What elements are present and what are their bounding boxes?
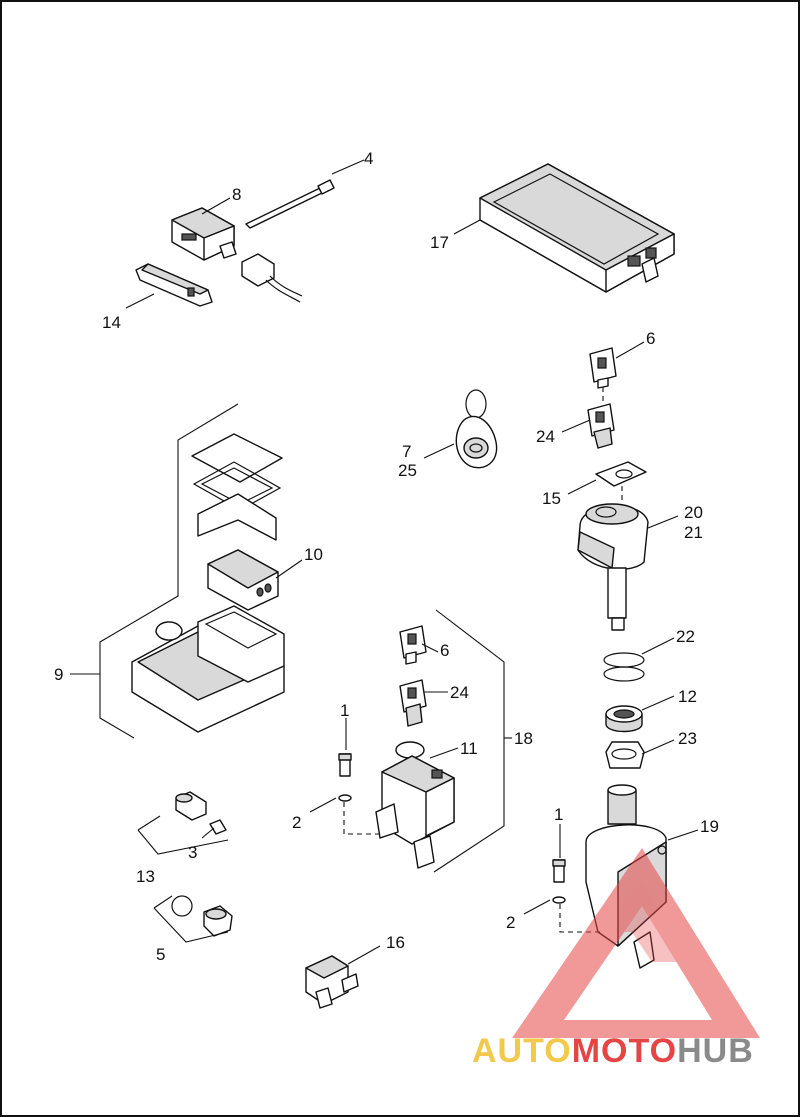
callout-8: 8 (232, 185, 241, 204)
callout-7: 7 (402, 442, 411, 461)
callout-6-upper: 6 (646, 329, 655, 348)
callout-5: 5 (156, 945, 165, 964)
part-module-17 (479, 163, 675, 293)
callout-20: 20 (684, 503, 703, 522)
part-screw-middle (338, 753, 352, 802)
part-cable-tie (245, 179, 335, 229)
part-screw-right (552, 859, 566, 904)
callout-24-upper: 24 (536, 427, 555, 446)
part-o-rings-22 (603, 652, 645, 682)
callout-17: 17 (430, 233, 449, 252)
callout-15: 15 (542, 489, 561, 508)
part-plug-with-wire (241, 253, 303, 303)
part-bracket-14 (135, 263, 213, 307)
callout-18: 18 (514, 729, 533, 748)
callout-23: 23 (678, 729, 697, 748)
part-key-fob (455, 389, 498, 469)
watermark-text-auto: AUTO (472, 1032, 572, 1070)
callout-12: 12 (678, 687, 697, 706)
callout-2-right: 2 (506, 913, 515, 932)
part-plug-5 (171, 895, 233, 937)
callout-9: 9 (54, 665, 63, 684)
part-lock-ring-23 (605, 741, 645, 769)
callout-16: 16 (386, 933, 405, 952)
callout-labels: 1 2 1 2 3 4 5 6 6 7 8 9 10 11 12 13 14 1… (54, 149, 719, 964)
callout-10: 10 (304, 545, 323, 564)
group-bracket-18 (433, 609, 505, 873)
part-key-6-middle (399, 625, 427, 665)
callout-3: 3 (188, 843, 197, 862)
callout-4: 4 (364, 149, 373, 168)
callout-1-middle: 1 (340, 701, 349, 720)
assembly-line-11 (343, 802, 382, 835)
leader-lines (70, 159, 699, 965)
part-box-assembly-9 (131, 433, 285, 733)
callout-24-middle: 24 (450, 683, 469, 702)
group-bracket-5 (153, 895, 229, 943)
part-connector-8 (171, 207, 237, 261)
part-switch-cover-20 (577, 503, 649, 631)
callout-11: 11 (460, 739, 478, 758)
callout-25: 25 (398, 461, 417, 480)
part-lock-housing-11 (375, 741, 455, 869)
part-key-24-upper (587, 403, 615, 449)
callout-14: 14 (102, 313, 121, 332)
watermark-logo (512, 848, 760, 1038)
group-bracket-9 (99, 403, 239, 739)
callout-22: 22 (676, 627, 695, 646)
watermark-text-moto: MOTO (571, 1032, 678, 1070)
part-key-24-middle (399, 679, 427, 727)
part-key-6-upper (589, 347, 617, 389)
watermark-triangle-icon (512, 848, 760, 1038)
callout-2-middle: 2 (292, 813, 301, 832)
callout-13: 13 (136, 867, 155, 886)
watermark-text: AUTOMOTOHUB (472, 1032, 798, 1071)
part-retainer-15 (595, 461, 647, 487)
callout-19: 19 (700, 817, 719, 836)
part-sensor-13 (175, 791, 227, 835)
watermark-text-hub: HUB (677, 1032, 754, 1070)
callout-1-right: 1 (554, 805, 563, 824)
part-nut-12 (605, 705, 643, 733)
group-bracket-13 (137, 815, 229, 855)
callout-6-middle: 6 (440, 641, 449, 660)
part-valve-16 (305, 955, 359, 1009)
callout-21: 21 (684, 523, 703, 542)
